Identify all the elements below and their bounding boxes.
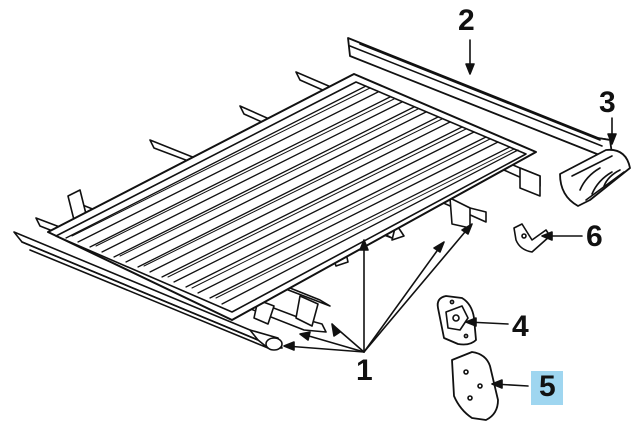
callout-label-3: 3 [599,86,616,119]
callout-label-1: 1 [356,354,373,387]
callout-label-5-highlighted[interactable]: 5 [531,371,563,405]
callout-label-6: 6 [586,220,603,253]
corner-extension [559,148,631,207]
callout-label-4: 4 [512,310,529,343]
floor-pan [47,73,537,321]
callout-label-2: 2 [458,4,475,37]
gusset-plate [451,351,499,421]
leader-lines [283,39,617,389]
mounting-plate [436,295,477,346]
small-bracket [513,223,551,253]
